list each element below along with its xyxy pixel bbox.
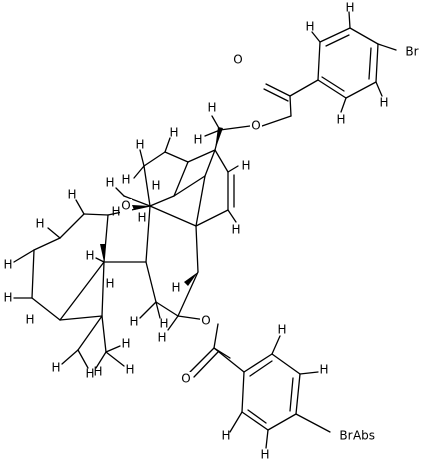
atom-label-h: H <box>67 188 76 202</box>
atom-label-h: H <box>25 313 34 327</box>
atom-label-h: H <box>135 138 144 152</box>
atom-label-h: H <box>169 126 178 140</box>
atom-label-h: H <box>151 179 160 193</box>
stereo-wedges <box>100 127 223 286</box>
atom-label-h: H <box>221 429 230 443</box>
atom-label-h: H <box>171 281 180 295</box>
atom-label-h: H <box>125 363 134 377</box>
atom-label-h: H <box>129 315 138 329</box>
atom-label-h: H <box>336 113 345 127</box>
atom-label-h: H <box>105 277 114 291</box>
atom-label-h: H <box>51 361 60 375</box>
atom-label-h: H <box>3 258 12 272</box>
atom-label-h: H <box>193 133 202 147</box>
top-bromobenzoate-group <box>204 11 397 151</box>
atom-label-abs: Abs <box>353 429 375 443</box>
atom-label-h: H <box>157 331 166 345</box>
atom-label-br: Br <box>405 45 418 59</box>
atom-label-h: H <box>121 337 130 351</box>
atom-label-h: H <box>207 101 216 115</box>
atom-label-h: H <box>159 317 168 331</box>
atom-label-h: H <box>277 323 286 337</box>
atom-label-o: O <box>121 199 130 213</box>
atom-label-h: H <box>137 211 146 225</box>
atom-label-h: H <box>345 1 354 15</box>
atom-label-h: H <box>35 217 44 231</box>
atom-label-o: O <box>181 372 190 386</box>
atom-label-h: H <box>319 363 328 377</box>
atom-label-br: Br <box>339 429 352 443</box>
atom-label-h: H <box>105 176 114 190</box>
atom-label-h: H <box>379 96 388 110</box>
atom-label-o: O <box>201 314 210 328</box>
atom-label-o: O <box>233 53 242 67</box>
atom-label-h: H <box>3 291 12 305</box>
atom-label-h: H <box>121 173 130 187</box>
atom-label-h: H <box>260 448 269 462</box>
atom-labels: H H H H Br O O H H H H H H H H H O H H H… <box>3 1 418 462</box>
atom-label-h: H <box>231 223 240 237</box>
atom-label-o: O <box>251 119 260 133</box>
atom-label-h: H <box>85 367 94 381</box>
atom-label-h: H <box>305 20 314 34</box>
bottom-bromobenzoate-group <box>189 323 331 449</box>
atom-label-h: H <box>85 249 94 263</box>
atom-label-h: H <box>93 365 102 379</box>
atom-label-h: H <box>241 159 250 173</box>
atom-label-h: H <box>111 205 120 219</box>
